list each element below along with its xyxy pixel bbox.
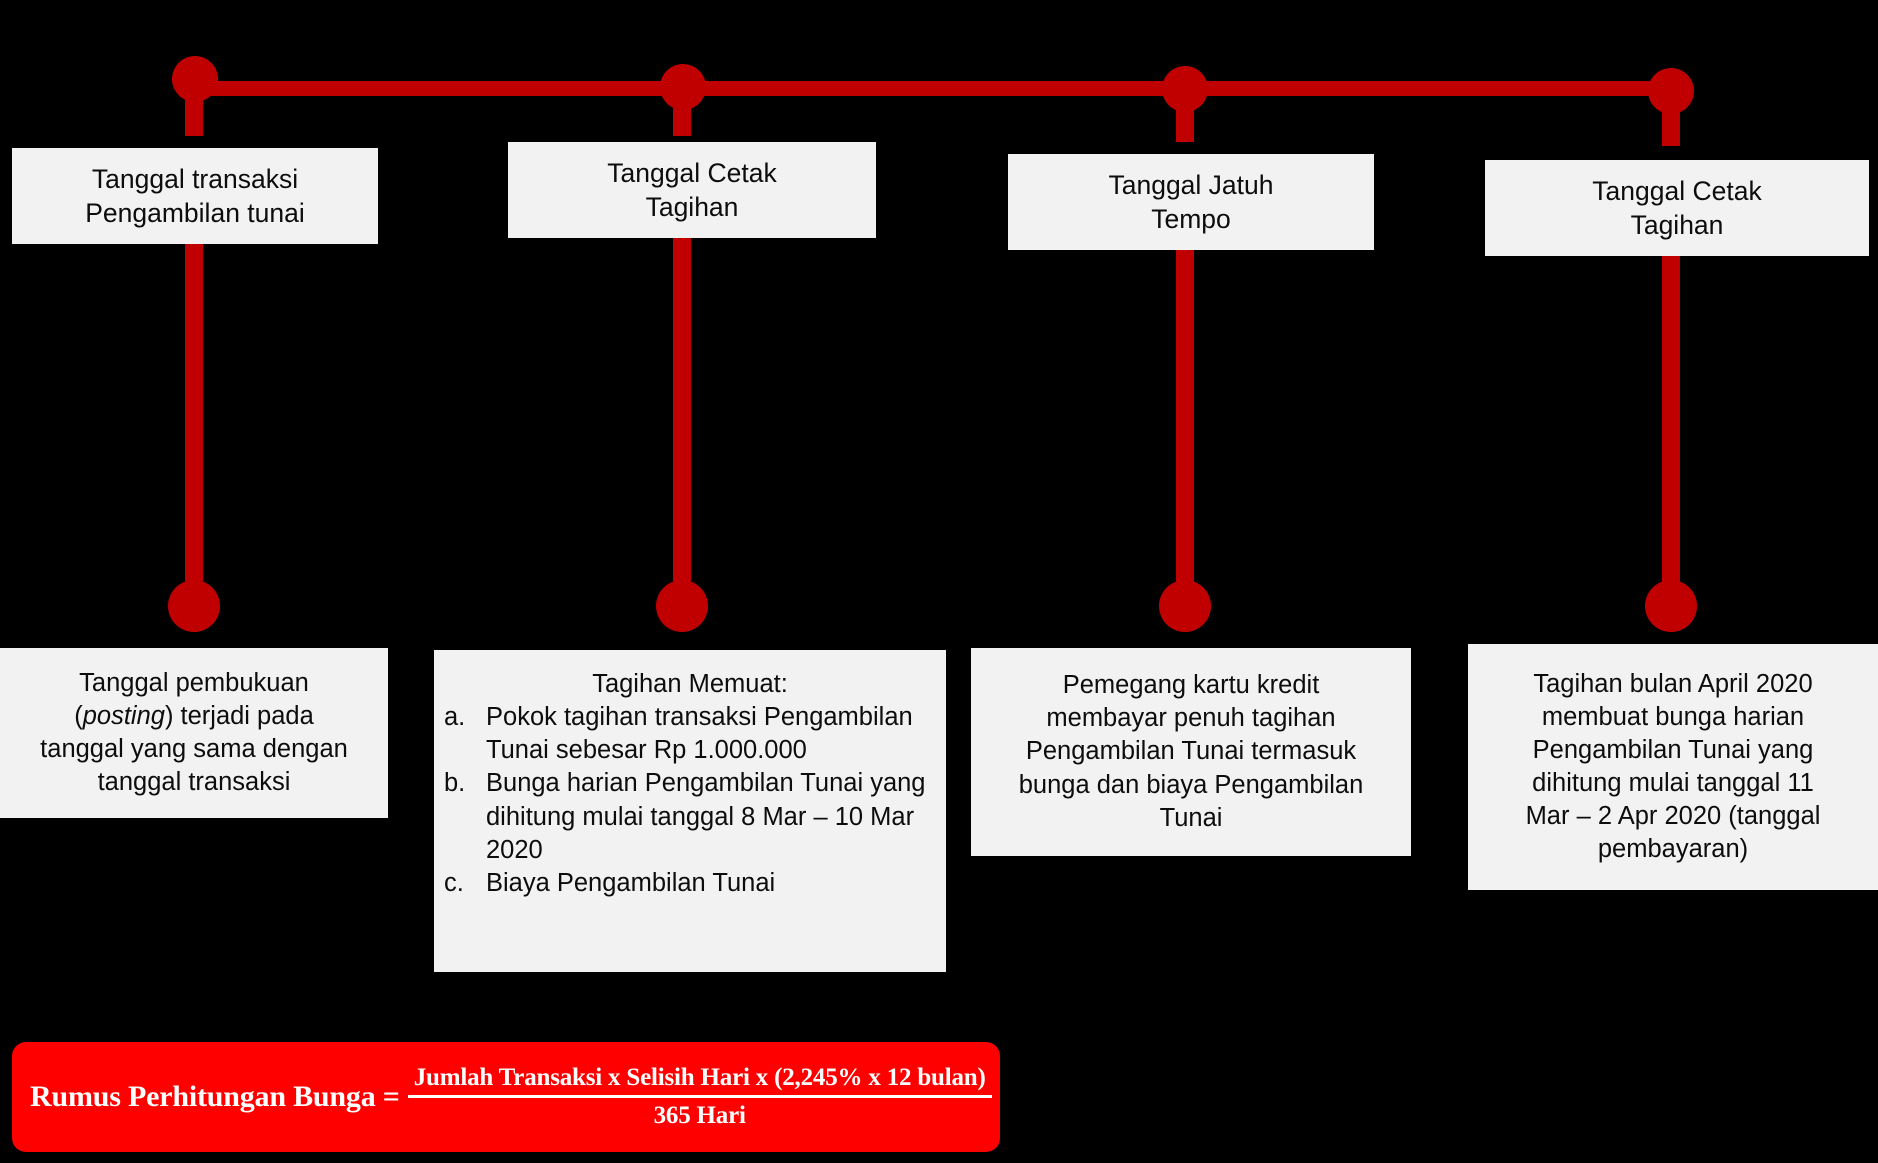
fraction-rule: [407, 1095, 992, 1098]
milestone-box-1: Tanggal transaksi Pengambilan tunai: [12, 148, 378, 244]
detail-connector-1: [185, 244, 203, 590]
detail-node-2[interactable]: [656, 580, 708, 632]
list-item: a. Pokok tagihan transaksi Pengambilan T…: [444, 701, 936, 767]
detail-1-line-1: Tanggal pembukuan: [79, 668, 309, 697]
detail-node-4[interactable]: [1645, 580, 1697, 632]
milestone-4-line2: Tagihan: [1630, 210, 1724, 240]
list-marker-a: a.: [444, 703, 466, 732]
milestone-1-line2: Pengambilan tunai: [85, 198, 305, 228]
milestone-2-line1: Tanggal Cetak: [607, 157, 777, 188]
detail-box-2: Tagihan Memuat: a. Pokok tagihan transak…: [434, 650, 946, 972]
detail-4-line-6: pembayaran): [1597, 835, 1749, 864]
milestone-box-2: Tanggal Cetak Tagihan: [508, 142, 876, 238]
detail-1-line-4: tanggal transaksi: [97, 768, 291, 797]
milestone-stem-3: [1176, 102, 1194, 142]
milestone-box-4: Tanggal Cetak Tagihan: [1485, 160, 1869, 256]
list-item: b. Bunga harian Pengambilan Tunai yang d…: [444, 767, 936, 866]
detail-4-line-4: dihitung mulai tanggal 11: [1532, 769, 1814, 797]
detail-box-4: Tagihan bulan April 2020 membuat bunga h…: [1468, 644, 1878, 890]
detail-1-line-2: (posting) terjadi pada: [74, 701, 314, 730]
milestone-1-line1: Tanggal transaksi: [91, 163, 299, 194]
posting-italic: posting: [82, 701, 165, 730]
milestone-4-line1: Tanggal Cetak: [1592, 175, 1762, 206]
detail-4-line-5: Mar – 2 Apr 2020 (tanggal: [1525, 802, 1821, 831]
formula-numerator: Jumlah Transaksi x Selisih Hari x (2,245…: [413, 1064, 986, 1091]
detail-4-line-2: membuat bunga harian: [1541, 702, 1805, 731]
detail-3-line-3: Pengambilan Tunai termasuk: [1025, 737, 1357, 766]
list-text-b: Bunga harian Pengambilan Tunai yang dihi…: [486, 769, 926, 864]
detail-3-line-2: membayar penuh tagihan: [1046, 704, 1336, 733]
detail-box-3: Pemegang kartu kredit membayar penuh tag…: [971, 648, 1411, 856]
milestone-3-line2: Tempo: [1151, 204, 1231, 234]
milestone-2-line2: Tagihan: [645, 192, 739, 222]
detail-2-list: a. Pokok tagihan transaksi Pengambilan T…: [444, 701, 936, 900]
list-marker-c: c.: [444, 868, 464, 897]
detail-node-3[interactable]: [1159, 580, 1211, 632]
detail-box-1: Tanggal pembukuan (posting) terjadi pada…: [0, 648, 388, 818]
milestone-3-line1: Tanggal Jatuh: [1108, 169, 1274, 200]
detail-1-line-3: tanggal yang sama dengan: [40, 735, 348, 763]
formula-denominator: 365 Hari: [653, 1102, 746, 1129]
detail-3-line-1: Pemegang kartu kredit: [1062, 671, 1320, 700]
milestone-box-3: Tanggal Jatuh Tempo: [1008, 154, 1374, 250]
detail-4-line-1: Tagihan bulan April 2020: [1533, 669, 1813, 698]
detail-2-heading: Tagihan Memuat:: [592, 670, 788, 698]
milestone-stem-4: [1662, 104, 1680, 146]
timeline-axis: [195, 81, 1675, 96]
milestone-stem-1: [185, 92, 203, 136]
list-text-c: Biaya Pengambilan Tunai: [486, 868, 776, 897]
formula-fraction: Jumlah Transaksi x Selisih Hari x (2,245…: [407, 1064, 992, 1130]
list-marker-b: b.: [444, 769, 466, 798]
formula-label: Rumus Perhitungan Bunga =: [30, 1080, 400, 1113]
detail-connector-4: [1662, 256, 1680, 590]
detail-4-line-3: Pengambilan Tunai yang: [1532, 735, 1814, 764]
detail-3-line-5: Tunai: [1159, 803, 1223, 832]
detail-node-1[interactable]: [168, 580, 220, 632]
detail-connector-2: [673, 238, 691, 590]
milestone-stem-2: [673, 100, 691, 136]
interest-formula-banner: Rumus Perhitungan Bunga = Jumlah Transak…: [12, 1042, 1000, 1152]
list-text-a: Pokok tagihan transaksi Pengambilan Tuna…: [486, 703, 913, 765]
list-item: c. Biaya Pengambilan Tunai: [444, 867, 936, 900]
detail-3-line-4: bunga dan biaya Pengambilan: [1018, 770, 1364, 799]
detail-connector-3: [1176, 250, 1194, 590]
